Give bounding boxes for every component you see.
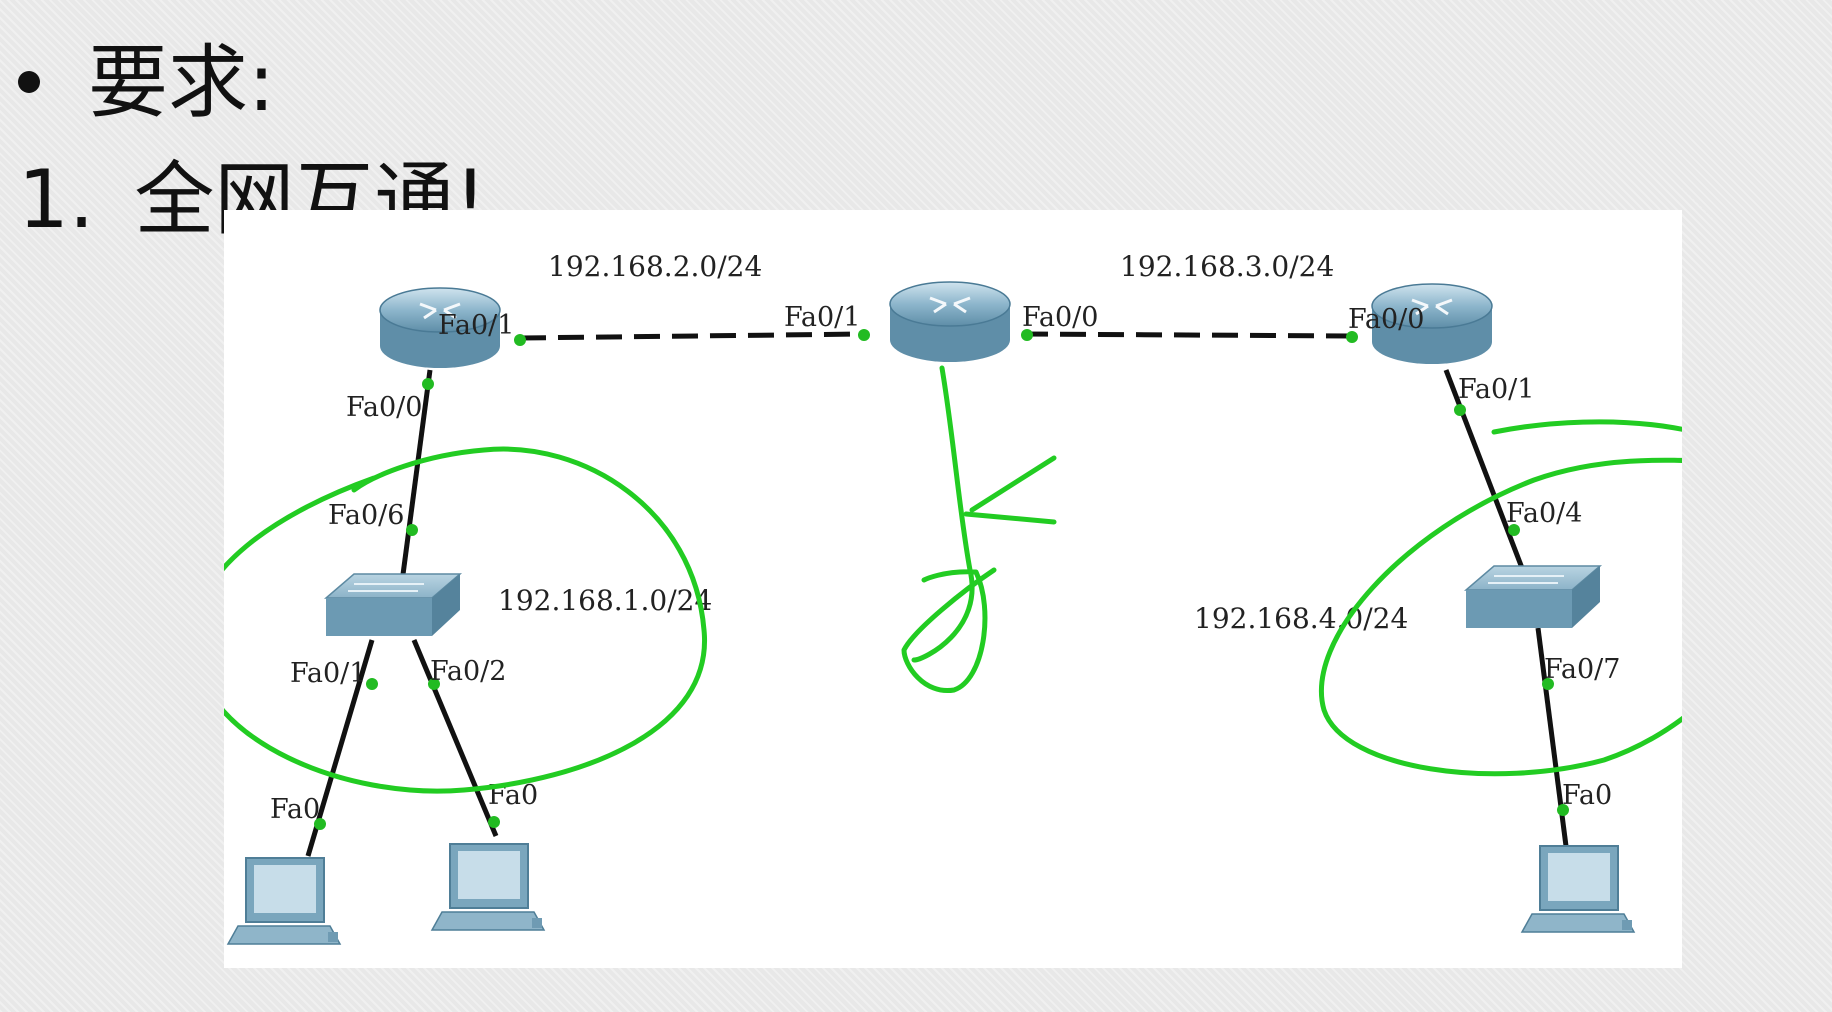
port-label: Fa0 [270, 794, 320, 825]
network-label-4: 192.168.4.0/24 [1194, 602, 1408, 635]
port-dot [1557, 804, 1569, 816]
router-1[interactable] [379, 287, 501, 368]
network-label-3: 192.168.3.0/24 [1120, 250, 1334, 283]
router-3[interactable] [1371, 283, 1493, 364]
port-label: Fa0/1 [784, 302, 860, 333]
port-dot [428, 678, 440, 690]
link-sw1-pc2 [411, 639, 499, 837]
bullet-icon [18, 71, 40, 94]
router-2[interactable] [889, 281, 1011, 362]
circle-annotation-left [190, 446, 707, 794]
requirements-title: 要求: [88, 36, 275, 129]
port-dot [1021, 329, 1033, 341]
port-dot [406, 524, 418, 536]
port-label: Fa0/1 [438, 310, 514, 341]
port-dot [1346, 331, 1358, 343]
switch-1[interactable] [323, 573, 463, 636]
network-label-2: 192.168.2.0/24 [548, 250, 762, 283]
pc-3[interactable] [1520, 845, 1636, 933]
port-label: Fa0/1 [1458, 374, 1534, 405]
network-topology-diagram: 192.168.2.0/24 192.168.3.0/24 192.168.1.… [190, 250, 1798, 945]
port-dot [1542, 678, 1554, 690]
port-label: Fa0/6 [328, 500, 404, 531]
port-label: Fa0/7 [1544, 654, 1620, 685]
link-r1-r2 [519, 331, 867, 341]
port-label: Fa0/0 [346, 392, 422, 423]
link-r2-r3 [1021, 331, 1355, 339]
port-dot [488, 816, 500, 828]
port-dot [858, 329, 870, 341]
port-dot [422, 378, 434, 390]
port-dot [314, 818, 326, 830]
arrow-head-annotation [963, 455, 1057, 525]
port-label: Fa0/4 [1506, 498, 1582, 529]
port-dot [366, 678, 378, 690]
port-label: Fa0 [1562, 780, 1612, 811]
link-r1-sw1 [399, 369, 433, 583]
requirement-number: 1. [18, 153, 95, 246]
port-dot [1454, 404, 1466, 416]
port-dot [1508, 524, 1520, 536]
switch-2[interactable] [1463, 565, 1603, 628]
port-label: Fa0/2 [430, 656, 506, 687]
pointer-arrow-annotation [901, 365, 997, 693]
network-topology-panel: 192.168.2.0/24 192.168.3.0/24 192.168.1.… [190, 210, 1798, 968]
port-dots [314, 329, 1569, 830]
port-label: Fa0/0 [1348, 304, 1424, 335]
pc-1[interactable] [226, 857, 342, 945]
link-r3-sw2 [1443, 369, 1525, 569]
port-label: Fa0/1 [290, 658, 366, 689]
requirements-heading: 要求: [18, 18, 275, 134]
port-dot [514, 334, 526, 346]
network-label-1: 192.168.1.0/24 [498, 584, 712, 617]
port-label: Fa0/0 [1022, 302, 1098, 333]
pc-2[interactable] [430, 843, 546, 931]
